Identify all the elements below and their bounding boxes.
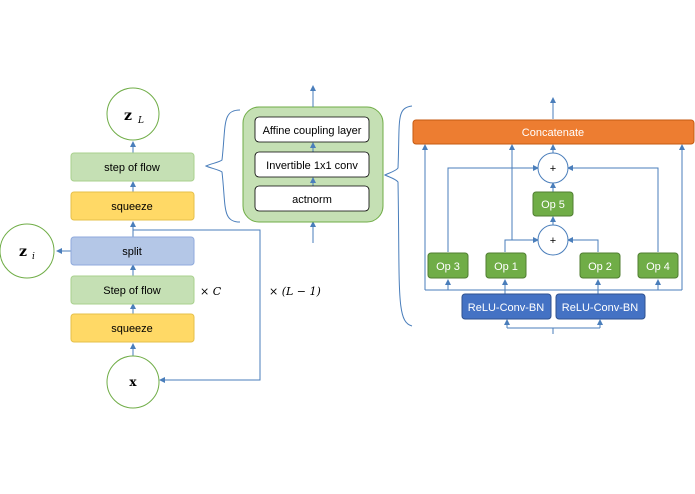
zL-node bbox=[106, 87, 160, 141]
zi-node bbox=[0, 223, 55, 279]
cell-detail: Concatenate + Op 5 + Op 3 Op 1 Op 2 Op 4… bbox=[412, 97, 695, 334]
x-node bbox=[106, 355, 160, 409]
zL-subscript: L bbox=[137, 116, 144, 126]
op5-box bbox=[532, 191, 574, 217]
op2-box bbox=[579, 252, 621, 279]
concatenate-box bbox=[412, 119, 695, 145]
op1-label: Op 1 bbox=[494, 261, 518, 273]
zi-label: z bbox=[19, 244, 27, 260]
arrow-op3-to-plus-top bbox=[447, 165, 539, 252]
split-label: split bbox=[122, 246, 142, 258]
times-C-label: × C bbox=[200, 285, 222, 298]
op3-label: Op 3 bbox=[436, 261, 460, 273]
arrow-op1-to-plus-mid bbox=[504, 237, 539, 252]
op1-box bbox=[485, 252, 527, 279]
plus-mid-label: + bbox=[550, 235, 556, 247]
op4-box bbox=[637, 252, 679, 279]
invertible-conv-label: Invertible 1x1 conv bbox=[266, 160, 358, 172]
plus-top-node bbox=[537, 152, 569, 184]
relu-conv-bn-right-box bbox=[555, 293, 646, 320]
invertible-conv-box bbox=[254, 151, 370, 178]
arrow-plus-mid-to-concat bbox=[509, 144, 538, 241]
relu-conv-bn-left-label: ReLU-Conv-BN bbox=[468, 302, 544, 314]
squeeze-top-box bbox=[70, 191, 195, 221]
arrow-op2-to-plus-mid bbox=[567, 237, 599, 252]
actnorm-label: actnorm bbox=[292, 194, 332, 206]
x-label: x bbox=[129, 375, 137, 389]
step-of-flow-top-label: step of flow bbox=[104, 162, 160, 174]
affine-coupling-box bbox=[254, 116, 370, 143]
zL-label: z bbox=[124, 108, 132, 124]
op4-label: Op 4 bbox=[646, 261, 670, 273]
times-L-minus-1-label: × (L − 1) bbox=[269, 285, 321, 298]
split-box bbox=[70, 236, 195, 266]
squeeze-bottom-box bbox=[70, 313, 195, 343]
brace-flow-step bbox=[204, 109, 241, 223]
step-of-flow-top-box bbox=[70, 152, 195, 182]
actnorm-box bbox=[254, 185, 370, 212]
op3-box bbox=[427, 252, 469, 279]
arrow-op4-to-plus-top bbox=[567, 165, 659, 252]
concatenate-label: Concatenate bbox=[522, 127, 584, 139]
relu-conv-bn-right-label: ReLU-Conv-BN bbox=[562, 302, 638, 314]
relu-conv-bn-left-box bbox=[461, 293, 552, 320]
zi-subscript: i bbox=[32, 252, 35, 262]
flow-step-detail: Affine coupling layer Invertible 1x1 con… bbox=[242, 85, 384, 243]
step-of-flow-bottom-box bbox=[70, 275, 195, 305]
op2-label: Op 2 bbox=[588, 261, 612, 273]
plus-top-label: + bbox=[550, 163, 556, 175]
affine-coupling-label: Affine coupling layer bbox=[263, 125, 362, 137]
step-of-flow-bottom-label: Step of flow bbox=[103, 285, 161, 297]
squeeze-top-label: squeeze bbox=[111, 201, 153, 213]
loop-arrow bbox=[133, 229, 261, 383]
left-column: z L step of flow squeeze split z i Step … bbox=[0, 87, 321, 409]
brace-cell bbox=[383, 105, 413, 327]
op5-label: Op 5 bbox=[541, 199, 565, 211]
plus-mid-node bbox=[537, 224, 569, 256]
squeeze-bottom-label: squeeze bbox=[111, 323, 153, 335]
